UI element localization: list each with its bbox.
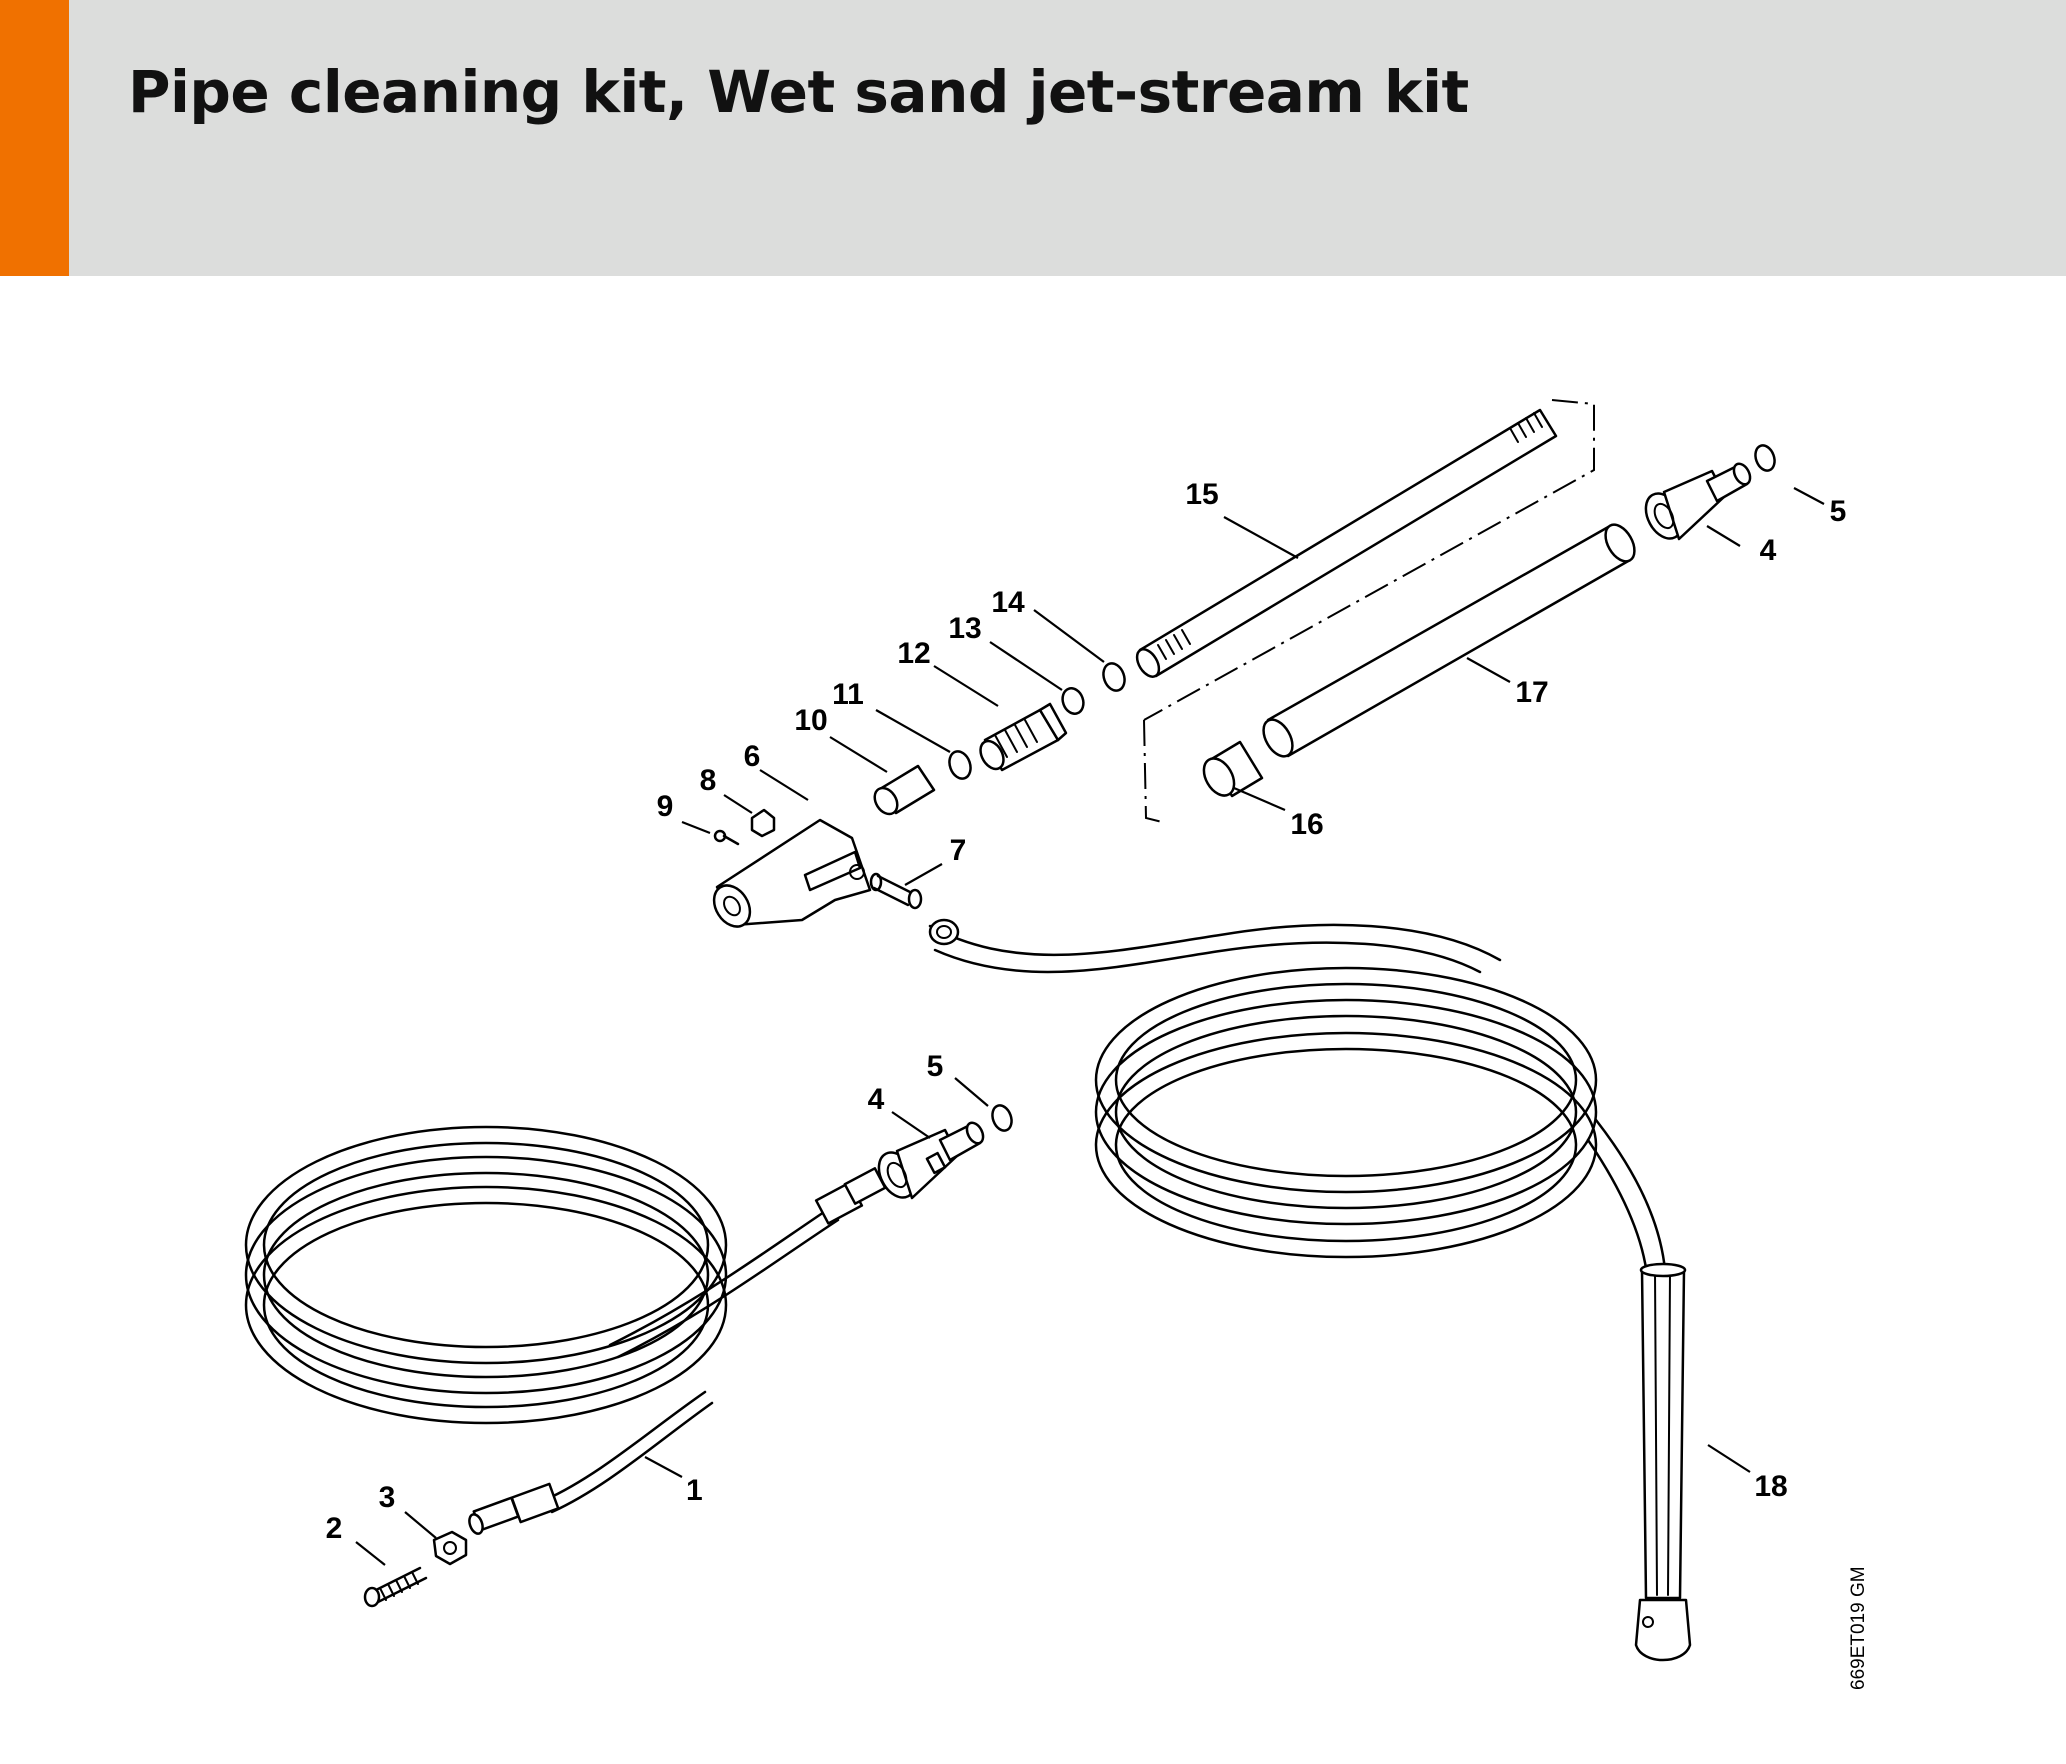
callout-5-upper: 5 xyxy=(1830,495,1847,528)
page-title: Pipe cleaning kit, Wet sand jet-stream k… xyxy=(128,58,1469,126)
callout-8: 8 xyxy=(700,764,717,797)
callout-13: 13 xyxy=(948,612,981,645)
screw-9 xyxy=(713,829,740,846)
quick-coupling-upper xyxy=(1644,462,1752,541)
callout-16: 16 xyxy=(1290,808,1323,841)
o-ring-11 xyxy=(948,750,972,780)
callout-4-lower: 4 xyxy=(868,1083,885,1116)
callout-18: 18 xyxy=(1754,1470,1787,1503)
threaded-connector xyxy=(979,702,1068,772)
callout-7: 7 xyxy=(950,834,967,867)
spring xyxy=(363,1566,428,1608)
callout-14: 14 xyxy=(991,586,1025,619)
hose-coil-right xyxy=(928,918,1692,1662)
callout-labels: 1 2 3 4 5 6 7 8 9 10 11 12 13 14 15 16 1… xyxy=(326,478,1847,1545)
hose-coil-left xyxy=(244,1125,887,1535)
extension-pipe xyxy=(1135,408,1558,678)
callout-3: 3 xyxy=(379,1481,396,1514)
screw-long xyxy=(869,872,923,910)
drawing-code: 669ET019 GM xyxy=(1848,1566,1869,1690)
callout-6: 6 xyxy=(744,740,761,773)
callout-17: 17 xyxy=(1515,676,1548,709)
header-band: Pipe cleaning kit, Wet sand jet-stream k… xyxy=(0,0,2066,276)
callout-11: 11 xyxy=(832,678,864,711)
accent-bar xyxy=(0,0,69,276)
callout-1: 1 xyxy=(686,1474,703,1507)
o-ring-upper xyxy=(1754,444,1776,472)
washer-13 xyxy=(1061,687,1085,715)
nozzle-insert xyxy=(873,764,936,816)
callout-4-upper: 4 xyxy=(1760,534,1777,567)
callout-9: 9 xyxy=(657,790,674,823)
spray-lance xyxy=(712,818,872,928)
pipe-17 xyxy=(1262,523,1636,758)
assembly-bracket xyxy=(1143,399,1595,823)
callout-5-lower: 5 xyxy=(927,1050,944,1083)
hex-nut-8 xyxy=(750,808,776,838)
callout-12: 12 xyxy=(897,637,930,670)
leader-lines xyxy=(355,487,1825,1566)
o-ring-lower xyxy=(991,1104,1013,1132)
callout-15: 15 xyxy=(1185,478,1218,511)
quick-coupling-lower xyxy=(877,1121,985,1200)
hex-nut-small xyxy=(432,1530,468,1566)
exploded-parts-diagram: 1 2 3 4 5 6 7 8 9 10 11 12 13 14 15 16 1… xyxy=(244,399,1869,1690)
callout-2: 2 xyxy=(326,1512,343,1545)
callout-10: 10 xyxy=(794,704,827,737)
ring-14 xyxy=(1102,662,1126,692)
sleeve-16 xyxy=(1202,740,1264,798)
